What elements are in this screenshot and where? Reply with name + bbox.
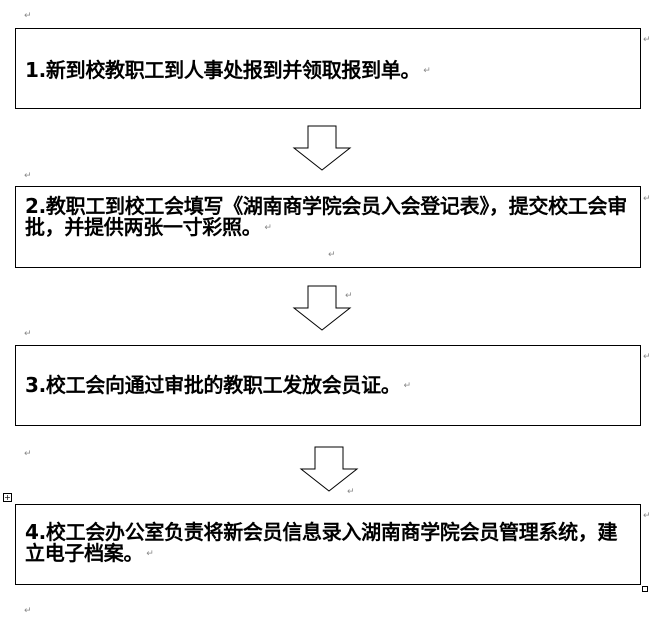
paragraph-mark: ↵: [643, 352, 651, 362]
table-move-handle-icon[interactable]: +: [3, 493, 12, 502]
paragraph-mark: ↵: [264, 223, 272, 233]
table-resize-handle-icon[interactable]: [642, 586, 648, 592]
down-arrow-2: [292, 285, 352, 331]
paragraph-mark: ↵: [643, 35, 651, 45]
paragraph-mark: ↵: [24, 329, 32, 339]
step-text-4: 4.校工会办公室负责将新会员信息录入湖南商学院会员管理系统，建立电子档案。: [25, 520, 618, 565]
step-text-1: 1.新到校教职工到人事处报到并领取报到单。: [25, 58, 421, 82]
paragraph-mark: ↵: [24, 11, 32, 21]
paragraph-mark: ↵: [345, 291, 353, 301]
down-arrow-3: [299, 446, 359, 492]
down-arrow-1: [292, 125, 352, 171]
paragraph-mark: ↵: [24, 606, 32, 616]
step-box-1: 1.新到校教职工到人事处报到并领取报到单。↵: [15, 28, 641, 109]
step-box-3: 3.校工会向通过审批的教职工发放会员证。↵: [15, 345, 641, 426]
paragraph-mark: ↵: [24, 449, 32, 459]
paragraph-mark: ↵: [24, 171, 32, 181]
step-box-2: 2.教职工到校工会填写《湖南商学院会员入会登记表》，提交校工会审批，并提供两张一…: [15, 186, 641, 268]
paragraph-mark: ↵: [423, 66, 431, 76]
paragraph-mark: ↵: [643, 194, 651, 204]
paragraph-mark: ↵: [347, 487, 355, 497]
step-box-4: 4.校工会办公室负责将新会员信息录入湖南商学院会员管理系统，建立电子档案。↵: [15, 504, 641, 585]
paragraph-mark: ↵: [403, 381, 412, 391]
paragraph-mark: ↵: [643, 511, 651, 521]
paragraph-mark: ↵: [146, 549, 154, 559]
step-text-2: 2.教职工到校工会填写《湖南商学院会员入会登记表》，提交校工会审批，并提供两张一…: [25, 194, 627, 239]
paragraph-mark: ↵: [328, 250, 336, 260]
step-text-3: 3.校工会向通过审批的教职工发放会员证。: [25, 373, 401, 397]
